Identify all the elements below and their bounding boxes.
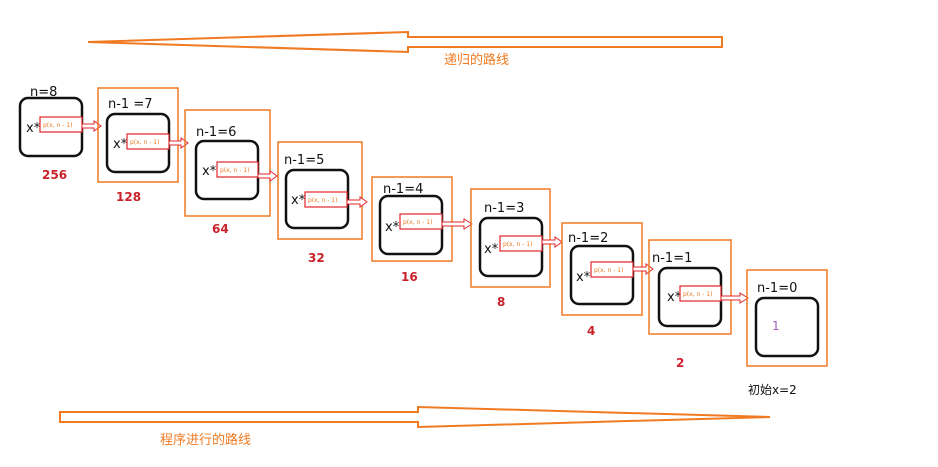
recursion-path-arrow	[87, 30, 723, 54]
recursive-call-text: p(x, n - 1)	[130, 139, 159, 146]
stage-label: n-1=3	[484, 201, 524, 216]
call-box-prefix: x*	[385, 220, 400, 235]
stage-n6: n-1=6 x* p(x, n - 1) 64	[184, 109, 278, 236]
recursive-call-box	[679, 285, 722, 302]
stage-value: 32	[308, 251, 325, 265]
stage-value: 256	[42, 168, 67, 182]
execution-path-arrow	[59, 405, 771, 429]
call-arrow	[257, 170, 278, 182]
stage-value: 16	[401, 270, 418, 284]
execution-path-label: 程序进行的路线	[160, 432, 251, 448]
stage-value: 2	[676, 356, 684, 370]
call-box-prefix: x*	[113, 137, 128, 152]
stage-n8: n=8 x* p(x, n - 1) 256	[18, 85, 102, 182]
call-arrow	[632, 263, 654, 275]
call-arrow	[346, 196, 368, 208]
stage-frame	[371, 176, 453, 262]
call-box-prefix: x*	[576, 270, 591, 285]
recursive-call-text: p(x, n - 1)	[594, 267, 623, 274]
stage-n2: n-1=2 x* p(x, n - 1) 4	[561, 222, 654, 338]
call-arrow	[720, 292, 749, 304]
stage-value: 128	[116, 190, 141, 204]
call-arrow	[441, 218, 473, 230]
stage-frame	[97, 87, 179, 183]
stage-label: n-1=2	[568, 231, 608, 246]
stage-n0-base-case: n-1=0 1	[746, 269, 828, 367]
call-box-prefix: x*	[202, 164, 217, 179]
stage-label: n=8	[30, 85, 57, 100]
stage-frame	[746, 269, 828, 367]
call-box-prefix: x*	[26, 121, 41, 136]
stage-n7: n-1 =7 x* p(x, n - 1) 128	[97, 87, 189, 204]
stage-label: n-1=0	[757, 281, 797, 296]
recursive-call-text: p(x, n - 1)	[308, 197, 337, 204]
base-case-value: 1	[772, 319, 780, 333]
stage-n3: n-1=3 x* p(x, n - 1) 8	[470, 188, 563, 309]
stage-frame	[648, 239, 732, 335]
recursive-call-text: p(x, n - 1)	[683, 291, 712, 298]
call-arrow	[541, 236, 563, 248]
stage-label: n-1=4	[383, 182, 423, 197]
stage-frame	[277, 141, 363, 240]
initial-x-note: 初始x=2	[748, 383, 797, 397]
recursive-call-text: p(x, n - 1)	[220, 167, 249, 174]
stage-n5: n-1=5 x* p(x, n - 1) 32	[277, 141, 368, 265]
stage-label: n-1=5	[284, 153, 324, 168]
recursive-call-text: p(x, n - 1)	[403, 219, 432, 226]
stage-n1: n-1=1 x* p(x, n - 1) 2	[648, 239, 749, 370]
call-box-prefix: x*	[667, 290, 682, 305]
stage-value: 4	[587, 324, 595, 338]
recursive-call-box	[216, 161, 259, 178]
stage-label: n-1 =7	[108, 97, 153, 112]
call-box-prefix: x*	[291, 193, 306, 208]
stage-frame	[470, 188, 551, 288]
recursion-path-label: 递归的路线	[444, 52, 509, 68]
stage-value: 64	[212, 222, 229, 236]
call-box-prefix: x*	[484, 242, 499, 257]
stage-label: n-1=6	[196, 125, 236, 140]
stage-frame	[184, 109, 271, 217]
recursive-call-text: p(x, n - 1)	[503, 241, 532, 248]
call-box	[754, 296, 820, 358]
stage-n4: n-1=4 x* p(x, n - 1) 16	[371, 176, 473, 284]
recursive-call-text: p(x, n - 1)	[43, 122, 72, 129]
stage-label: n-1=1	[652, 251, 692, 266]
stage-value: 8	[497, 295, 505, 309]
